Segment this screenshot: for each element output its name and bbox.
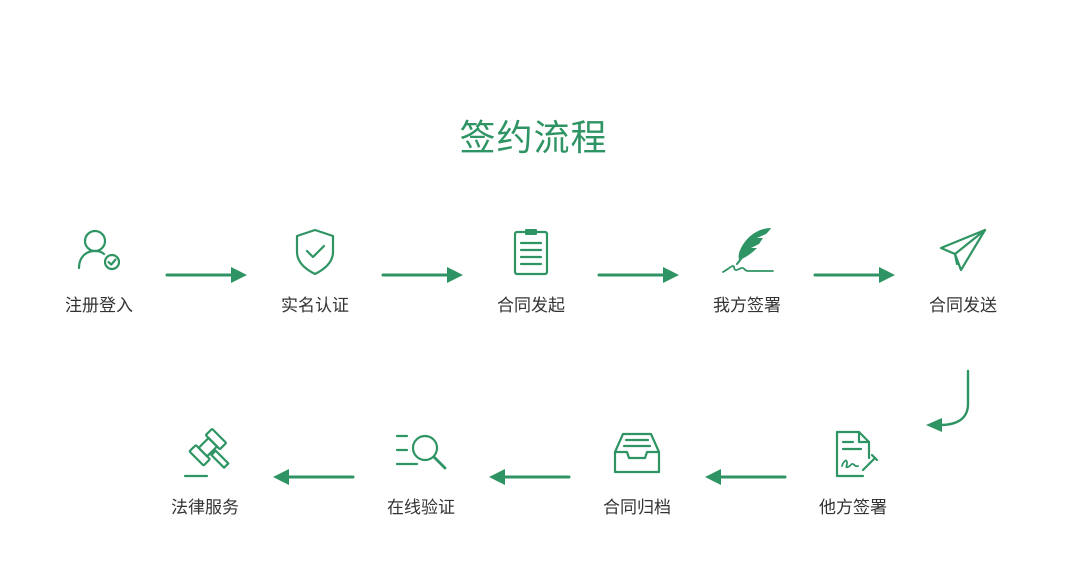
arrow-left-icon bbox=[273, 469, 355, 485]
step-counterparty-signing: 他方签署 bbox=[783, 426, 923, 520]
step-label: 合同归档 bbox=[603, 498, 671, 518]
archive-tray-icon bbox=[613, 432, 661, 474]
step-online-verification: 在线验证 bbox=[351, 426, 491, 520]
signed-document-icon bbox=[835, 430, 879, 478]
shield-check-icon bbox=[295, 228, 335, 276]
step-label: 注册登入 bbox=[65, 296, 133, 316]
step-label: 实名认证 bbox=[281, 296, 349, 316]
quill-icon bbox=[722, 228, 774, 273]
step-label: 我方签署 bbox=[713, 296, 781, 316]
step-label: 法律服务 bbox=[171, 498, 239, 518]
curved-arrow-icon bbox=[926, 369, 970, 432]
step-real-name-verification: 实名认证 bbox=[245, 224, 385, 318]
arrow-right-icon bbox=[813, 267, 895, 283]
arrow-right-icon bbox=[381, 267, 463, 283]
step-register-login: 注册登入 bbox=[29, 224, 169, 318]
gavel-icon bbox=[183, 428, 230, 478]
arrow-right-icon bbox=[165, 267, 247, 283]
step-our-signing: 我方签署 bbox=[677, 224, 817, 318]
step-label: 在线验证 bbox=[387, 498, 455, 518]
clipboard-icon bbox=[513, 229, 549, 276]
paper-plane-icon bbox=[939, 228, 987, 272]
step-label: 合同发送 bbox=[929, 296, 997, 316]
step-label: 他方签署 bbox=[819, 498, 887, 518]
search-list-icon bbox=[395, 434, 447, 470]
page-title: 签约流程 bbox=[459, 118, 608, 159]
step-contract-initiation: 合同发起 bbox=[461, 224, 601, 318]
arrow-left-icon bbox=[489, 469, 571, 485]
step-contract-sending: 合同发送 bbox=[893, 224, 1033, 318]
user-check-icon bbox=[77, 229, 121, 271]
step-label: 合同发起 bbox=[497, 296, 565, 316]
step-legal-services: 法律服务 bbox=[135, 426, 275, 520]
step-contract-archiving: 合同归档 bbox=[567, 426, 707, 520]
arrow-right-icon bbox=[597, 267, 679, 283]
arrow-left-icon bbox=[705, 469, 787, 485]
